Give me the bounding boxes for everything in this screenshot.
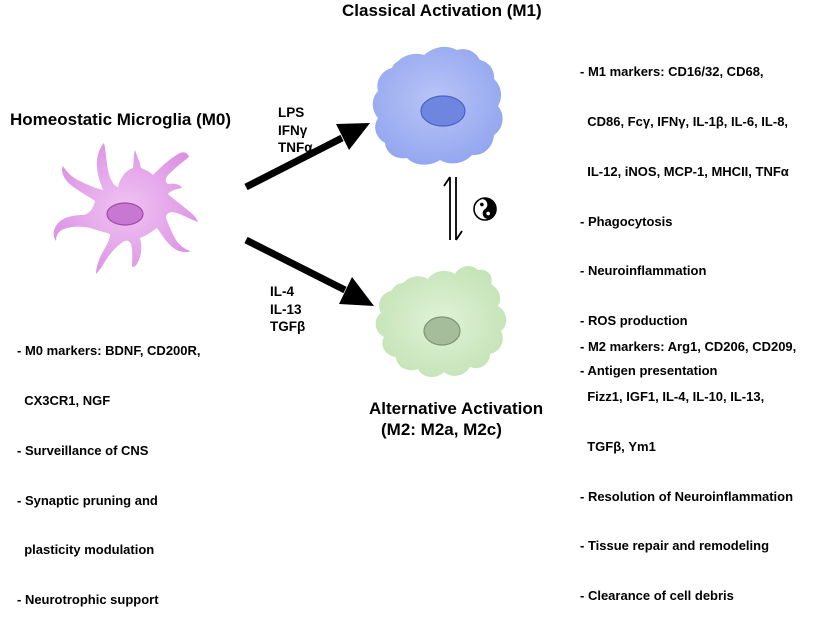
stimulus-il4: IL-4 bbox=[270, 284, 295, 299]
list-item: - Neuroinflammation bbox=[580, 263, 707, 279]
m0-function-list: - M0 markers: BDNF, CD200R, CX3CR1, NGF … bbox=[17, 310, 201, 625]
stimulus-ifng: IFNγ bbox=[278, 122, 308, 138]
list-item: - M0 markers: BDNF, CD200R, bbox=[17, 343, 201, 359]
list-item: - Antigen presentation bbox=[580, 362, 718, 378]
m1-title: Classical Activation (M1) bbox=[342, 1, 542, 20]
list-item: - M2 markers: Arg1, CD206, CD209, bbox=[580, 339, 797, 355]
list-item: - Clearance of cell debris bbox=[580, 588, 734, 604]
list-item: - ROS production bbox=[580, 313, 688, 329]
stimulus-lps: LPS bbox=[278, 105, 305, 120]
arrow-m0-to-m2 bbox=[244, 236, 374, 306]
list-item: CX3CR1, NGF bbox=[17, 392, 111, 408]
m2-title-line1: Alternative Activation bbox=[369, 399, 544, 418]
list-item: CD86, Fcγ, IFNγ, IL-1β, IL-6, IL-8, bbox=[580, 113, 789, 129]
list-item: - Neurotrophic support bbox=[17, 592, 159, 608]
stimulus-il13: IL-13 bbox=[270, 301, 302, 317]
list-item: Fizz1, IGF1, IL-4, IL-10, IL-13, bbox=[580, 388, 765, 404]
m0-microglia-cell bbox=[53, 143, 198, 274]
diagram-canvas bbox=[53, 46, 507, 378]
list-item: - Surveillance of CNS bbox=[17, 442, 149, 458]
m2-stimuli: IL-4 IL-13 TGFβ bbox=[270, 283, 305, 336]
list-item: - Resolution of Neuroinflammation bbox=[580, 488, 794, 504]
m1-nucleus bbox=[420, 95, 466, 127]
m1-stimuli: LPS IFNγ TNFα bbox=[278, 104, 313, 157]
list-item: - Synaptic pruning and bbox=[17, 492, 158, 508]
m1-microglia-cell bbox=[372, 46, 503, 165]
m2-nucleus bbox=[423, 316, 461, 346]
list-item: - Tissue repair and remodeling bbox=[580, 538, 770, 554]
m2-microglia-cell bbox=[375, 266, 507, 378]
list-item: TGFβ, Ym1 bbox=[580, 438, 656, 454]
yin-yang-icon bbox=[473, 197, 497, 221]
m2-function-list: - M2 markers: Arg1, CD206, CD209, Fizz1,… bbox=[580, 306, 796, 621]
list-item: IL-12, iNOS, MCP-1, MHCII, TNFα bbox=[580, 163, 789, 179]
equilibrium-arrows-icon bbox=[443, 176, 463, 241]
m2-title-line2: (M2: M2a, M2c) bbox=[381, 420, 502, 439]
arrow-m0-to-m1 bbox=[244, 123, 370, 191]
stimulus-tnfa: TNFα bbox=[278, 140, 313, 155]
list-item: - Phagocytosis bbox=[580, 213, 673, 229]
m0-nucleus bbox=[106, 202, 144, 226]
list-item: - M1 markers: CD16/32, CD68, bbox=[580, 64, 764, 80]
stimulus-tgfb: TGFβ bbox=[270, 319, 306, 334]
m1-function-list: - M1 markers: CD16/32, CD68, CD86, Fcγ, … bbox=[580, 31, 789, 396]
list-item: plasticity modulation bbox=[17, 542, 155, 558]
m0-title: Homeostatic Microglia (M0) bbox=[10, 110, 232, 129]
